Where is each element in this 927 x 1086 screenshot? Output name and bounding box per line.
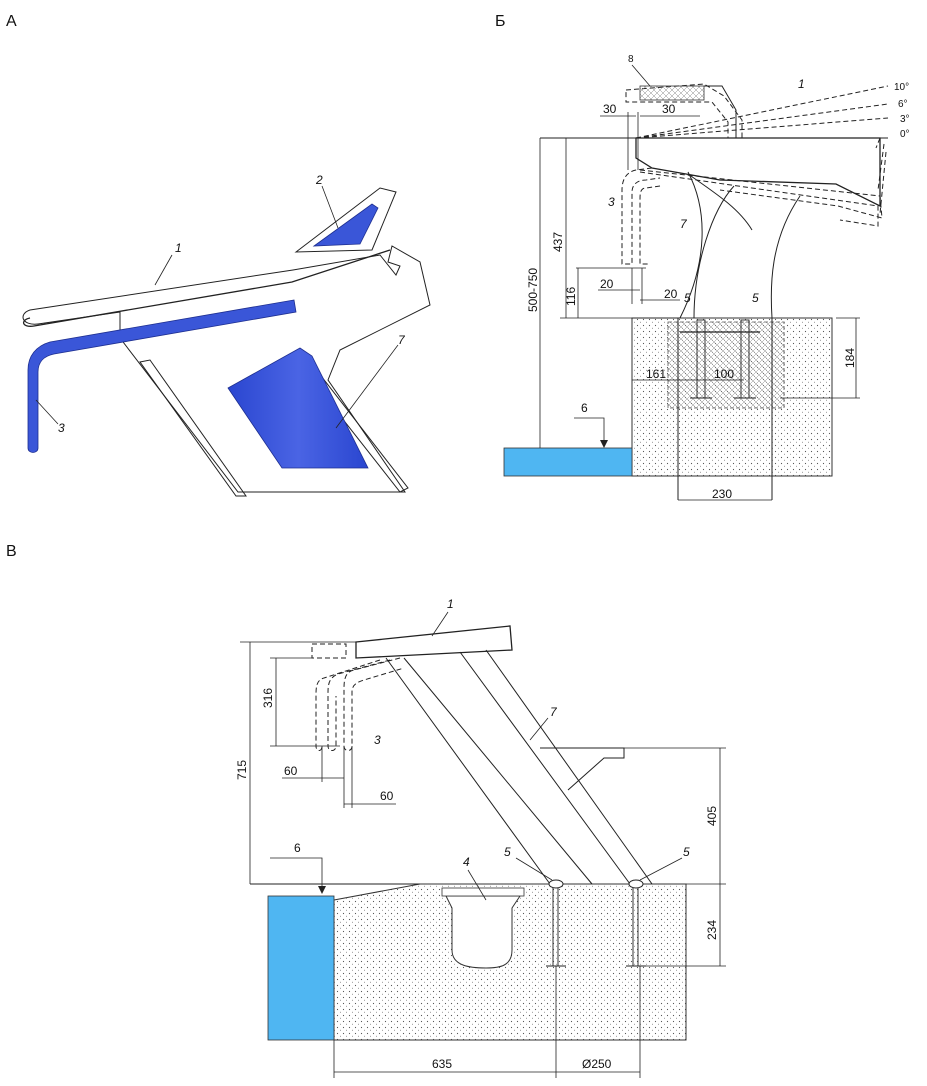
b-plate-tilt-2 <box>639 171 879 227</box>
v-callout-5b-leader <box>639 857 683 881</box>
b-dim-500-750: 500-750 <box>526 268 540 312</box>
v-callout-7: 7 <box>550 705 558 719</box>
panel-v-letter: В <box>6 543 17 560</box>
b-callout-1: 1 <box>798 77 805 91</box>
b-dim-116: 116 <box>564 287 578 306</box>
b-callout-6-arrow <box>600 440 608 448</box>
v-callout-6: 6 <box>294 841 301 855</box>
v-dim-405: 405 <box>705 806 719 826</box>
b-leg-rear <box>687 173 801 319</box>
a-callout-2-leader <box>321 185 339 229</box>
b-ray-6 <box>635 103 889 139</box>
b-dim-230: 230 <box>712 487 732 501</box>
b-callout-3: 3 <box>608 195 615 209</box>
a-callout-7: 7 <box>398 333 406 347</box>
a-callout-3: 3 <box>58 421 65 435</box>
b-handle <box>621 167 661 265</box>
v-handle-b <box>327 659 391 751</box>
a-callout-2: 2 <box>315 173 323 187</box>
v-dim-234: 234 <box>705 920 719 940</box>
a-handle-grip <box>27 299 297 453</box>
b-plate-tilt-1 <box>639 169 883 219</box>
a-callout-3-leader <box>35 399 59 425</box>
v-leg-rear <box>459 649 653 885</box>
v-dim-316: 316 <box>261 688 275 708</box>
b-dim-20b: 20 <box>664 287 678 301</box>
b-dim-437: 437 <box>551 232 565 252</box>
v-water <box>267 895 335 1041</box>
b-dim-161: 161 <box>646 367 666 381</box>
b-angle-10: 10° <box>894 82 909 93</box>
b-leg-front <box>679 171 735 319</box>
b-callout-6: 6 <box>581 401 588 415</box>
a-top-plate <box>23 249 391 327</box>
b-embed-zone <box>667 321 785 409</box>
v-rear-shelf <box>540 747 625 791</box>
b-callout-5b: 5 <box>752 291 759 305</box>
a-frame-outline <box>139 359 247 497</box>
v-handle-c <box>315 659 381 751</box>
v-callout-3: 3 <box>374 733 381 747</box>
v-dim-60a: 60 <box>284 764 298 778</box>
v-dim-635: 635 <box>432 1057 452 1071</box>
v-callout-1-leader <box>431 611 449 637</box>
a-callout-1-leader <box>154 254 173 286</box>
v-callout-5a-leader <box>515 857 553 881</box>
v-anchor-bolts <box>546 879 646 967</box>
v-top-plate <box>355 625 513 659</box>
b-callout-5a: 5 <box>684 291 691 305</box>
a-fin <box>294 187 397 253</box>
a-fin-blue <box>312 203 379 247</box>
v-callout-4-leader <box>467 869 487 901</box>
b-callout-8: 8 <box>628 54 634 65</box>
panel-b: Б <box>495 13 910 501</box>
a-callout-1: 1 <box>175 241 182 255</box>
v-callout-4: 4 <box>463 855 470 869</box>
v-drain-pocket <box>445 895 521 969</box>
v-fin-dashed <box>311 643 347 659</box>
b-fin-outline <box>625 83 743 139</box>
v-dim-60b: 60 <box>380 789 394 803</box>
b-ray-3 <box>635 117 889 139</box>
b-fin-pad <box>639 85 705 101</box>
b-dim-20a: 20 <box>600 277 614 291</box>
b-callout-7: 7 <box>680 217 688 231</box>
v-callout-7-leader <box>529 717 549 741</box>
v-callout-5a: 5 <box>504 845 511 859</box>
panel-b-letter: Б <box>495 13 506 30</box>
b-plate-tilt-3 <box>875 137 887 215</box>
b-top-plate <box>635 137 881 208</box>
b-anchor-bolts <box>680 319 760 399</box>
v-callout-1: 1 <box>447 597 454 611</box>
v-drain-cover <box>441 887 525 897</box>
panel-a: А 1 2 3 7 <box>6 13 431 497</box>
b-angle-3: 3° <box>900 114 910 125</box>
v-handle-a <box>343 657 405 751</box>
v-callout-5b: 5 <box>683 845 690 859</box>
b-callout-6-leader <box>574 417 605 444</box>
b-dim-30a: 30 <box>603 102 617 116</box>
panel-a-letter: А <box>6 13 17 30</box>
panel-v: В <box>6 543 726 1078</box>
b-angle-0: 0° <box>900 129 910 140</box>
v-dim-715: 715 <box>235 760 249 780</box>
b-callout-8-leader <box>631 64 651 87</box>
v-dim-250: Ø250 <box>582 1057 612 1071</box>
v-callout-6-leader <box>270 857 323 890</box>
b-dim-100: 100 <box>714 367 734 381</box>
a-frame-body <box>22 245 431 493</box>
b-fin-solid <box>704 85 737 138</box>
v-leg-front <box>385 657 593 885</box>
b-dim-30b: 30 <box>662 102 676 116</box>
b-ray-10 <box>635 85 889 139</box>
a-callout-7-leader <box>335 344 399 429</box>
b-angle-6: 6° <box>898 99 908 110</box>
b-water <box>503 447 633 477</box>
a-back-plate <box>227 347 369 469</box>
b-dim-184: 184 <box>843 348 857 368</box>
v-callout-6-arrow <box>318 886 326 894</box>
